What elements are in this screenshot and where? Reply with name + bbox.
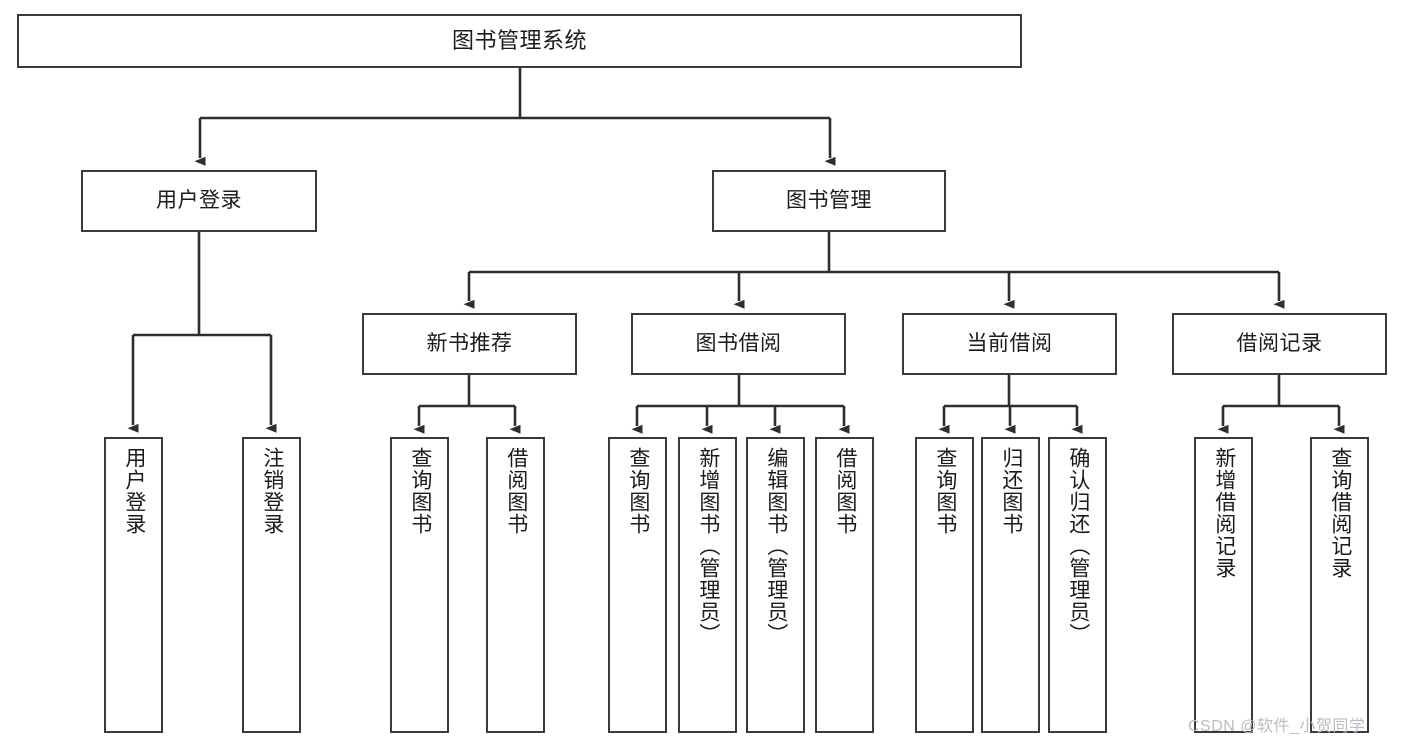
leaf-add-book-admin-label: 新增图书（管理员） (696, 447, 720, 645)
leaf-logout-login-label: 注销登录 (260, 447, 284, 535)
leaf-query-book-recommend[interactable]: 查询图书 (390, 437, 449, 733)
node-book-management-label: 图书管理 (786, 188, 872, 212)
node-book-borrow-label: 图书借阅 (695, 331, 782, 355)
leaf-user-login-label: 用户登录 (122, 447, 146, 535)
leaf-query-borrow-record[interactable]: 查询借阅记录 (1310, 437, 1369, 733)
node-user-login-label: 用户登录 (156, 188, 242, 212)
node-new-book-recommend-label: 新书推荐 (426, 331, 513, 355)
node-user-login[interactable]: 用户登录 (81, 170, 317, 232)
node-borrow-record[interactable]: 借阅记录 (1172, 313, 1387, 375)
node-new-book-recommend[interactable]: 新书推荐 (362, 313, 577, 375)
leaf-return-book[interactable]: 归还图书 (981, 437, 1040, 733)
leaf-query-book-borrow[interactable]: 查询图书 (608, 437, 667, 733)
leaf-confirm-return-admin-label: 确认归还（管理员） (1066, 447, 1090, 645)
leaf-query-book-current[interactable]: 查询图书 (915, 437, 974, 733)
node-book-management[interactable]: 图书管理 (712, 170, 946, 232)
node-current-borrow-label: 当前借阅 (966, 331, 1053, 355)
csdn-watermark: CSDN @软件_小贺同学 (1188, 718, 1366, 735)
leaf-confirm-return-admin[interactable]: 确认归还（管理员） (1048, 437, 1107, 733)
node-root-label: 图书管理系统 (451, 28, 587, 54)
leaf-query-book-current-label: 查询图书 (933, 447, 957, 535)
leaf-query-book-recommend-label: 查询图书 (408, 447, 432, 535)
node-book-borrow[interactable]: 图书借阅 (631, 313, 846, 375)
leaf-logout-login[interactable]: 注销登录 (242, 437, 301, 733)
leaf-edit-book-admin-label: 编辑图书（管理员） (764, 447, 788, 645)
node-current-borrow[interactable]: 当前借阅 (902, 313, 1117, 375)
leaf-borrow-book-recommend-label: 借阅图书 (504, 447, 528, 535)
leaf-add-borrow-record-label: 新增借阅记录 (1212, 447, 1236, 579)
leaf-add-book-admin[interactable]: 新增图书（管理员） (678, 437, 737, 733)
leaf-borrow-book-recommend[interactable]: 借阅图书 (486, 437, 545, 733)
leaf-user-login[interactable]: 用户登录 (104, 437, 163, 733)
leaf-borrow-book[interactable]: 借阅图书 (815, 437, 874, 733)
node-root[interactable]: 图书管理系统 (17, 14, 1022, 68)
leaf-add-borrow-record[interactable]: 新增借阅记录 (1194, 437, 1253, 733)
leaf-query-borrow-record-label: 查询借阅记录 (1328, 447, 1352, 579)
leaf-edit-book-admin[interactable]: 编辑图书（管理员） (746, 437, 805, 733)
node-borrow-record-label: 借阅记录 (1236, 331, 1323, 355)
leaf-borrow-book-label: 借阅图书 (833, 447, 857, 535)
leaf-query-book-borrow-label: 查询图书 (626, 447, 650, 535)
leaf-return-book-label: 归还图书 (999, 447, 1023, 535)
